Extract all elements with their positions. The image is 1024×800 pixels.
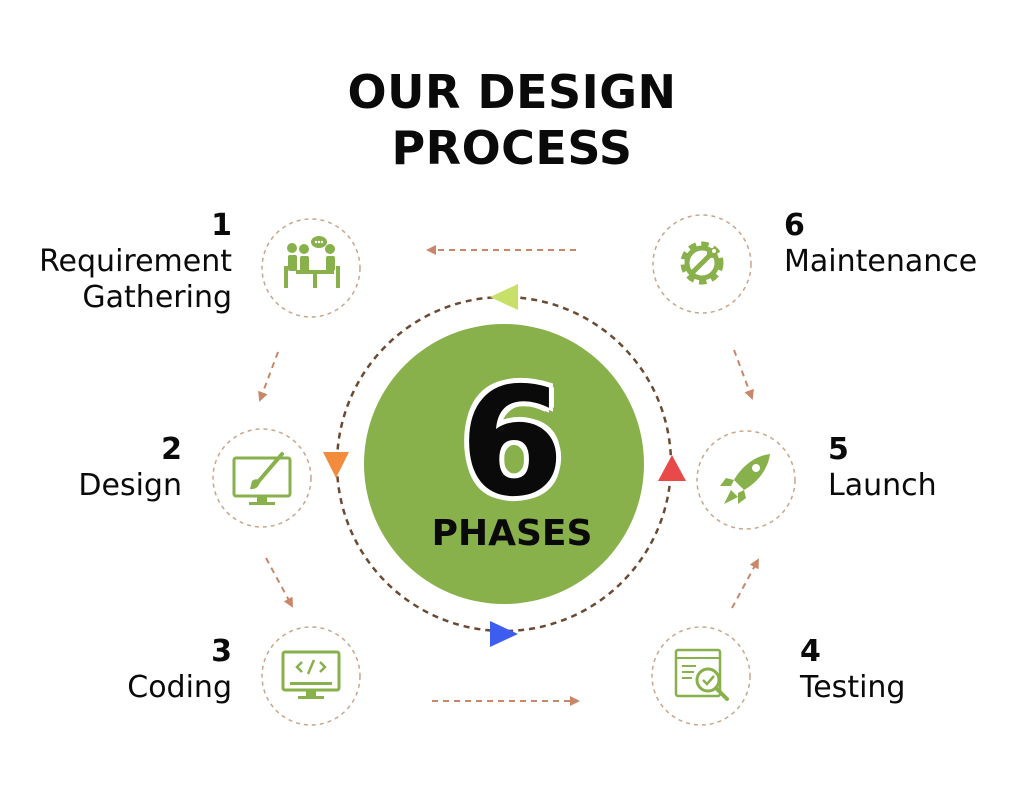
magnifier-check-icon (674, 648, 729, 701)
phase-3-label: 3 Coding (127, 634, 232, 706)
ring-triangle-left (323, 452, 349, 478)
center-label: PHASES (431, 513, 593, 554)
monitor-code-icon (281, 650, 341, 699)
ring-triangle-right (658, 455, 686, 481)
arrow-launch-to-maintenance (733, 349, 754, 400)
gear-wrench-icon (680, 241, 724, 285)
arrow-testing-to-launch (731, 558, 759, 609)
phase-3-number: 3 (211, 634, 232, 669)
phase-4-name: Testing (800, 670, 906, 705)
phase-5-label: 5 Launch (828, 432, 937, 504)
team-meeting-icon (284, 236, 340, 288)
phase-1-node (261, 218, 361, 318)
phase-1-number: 1 (211, 208, 232, 243)
arrow-requirement-to-design (258, 351, 279, 402)
phase-5-name: Launch (828, 468, 937, 503)
diagram-title: OUR DESIGN PROCESS (212, 64, 812, 176)
ring-triangle-bottom (490, 621, 518, 647)
phase-2-label: 2 Design (78, 432, 182, 504)
phase-6-number: 6 (784, 208, 805, 243)
center-number: 6 (459, 356, 565, 530)
phase-2-node (212, 428, 312, 528)
ring-triangle-top (490, 284, 518, 310)
arrow-design-to-coding (265, 557, 293, 608)
phase-4-node (651, 626, 751, 726)
phase-3-node (261, 626, 361, 726)
phase-2-number: 2 (161, 432, 182, 467)
phase-4-label: 4 Testing (800, 634, 905, 706)
phase-1-name-line1: Requirement (39, 244, 232, 279)
phase-6-label: 6 Maintenance (784, 208, 977, 280)
phase-6-node (652, 214, 752, 314)
title-line-2: PROCESS (391, 121, 633, 175)
monitor-paintbrush-icon (232, 452, 292, 505)
center-disc (364, 324, 644, 604)
phase-1-name-line2: Gathering (82, 280, 232, 315)
phase-2-name: Design (78, 468, 182, 503)
title-line-1: OUR DESIGN (347, 65, 677, 119)
phase-5-number: 5 (828, 432, 849, 467)
phase-6-name: Maintenance (784, 244, 978, 279)
phase-4-number: 4 (800, 634, 821, 669)
phase-3-name: Coding (127, 670, 232, 705)
phase-5-node (696, 430, 796, 530)
rocket-icon (720, 454, 770, 504)
phase-1-label: 1 Requirement Gathering (39, 208, 232, 316)
